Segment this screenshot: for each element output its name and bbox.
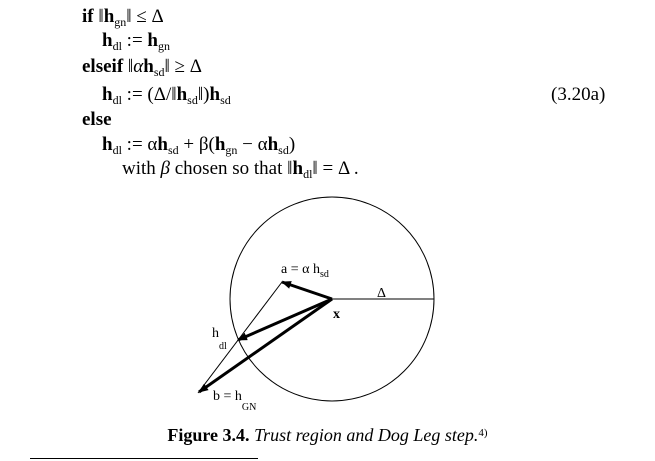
algo-line-if: if ‖hgn‖ ≤ Δ [82, 6, 164, 29]
algo-line-assign-dl: hdl := αhsd + β(hgn − αhsd) [102, 134, 296, 157]
label-x: x [333, 307, 340, 322]
algorithm-block: if ‖hgn‖ ≤ Δ hdl := hgn elseif ‖αhsd‖ ≥ … [0, 0, 655, 185]
caption-text: Trust region and Dog Leg step. [254, 425, 479, 445]
algo-line-else: else [82, 109, 112, 131]
label-a: a = α hsd [281, 262, 329, 280]
caption-label: Figure 3.4. [167, 425, 250, 445]
keyword-if: if [82, 6, 94, 27]
algo-line-elseif: elseif ‖αhsd‖ ≥ Δ [82, 56, 202, 79]
keyword-elseif: elseif [82, 56, 124, 77]
algo-line-assign-sd: hdl := (Δ/‖hsd‖)hsd [102, 84, 231, 107]
keyword-else: else [82, 109, 112, 130]
equation-number: (3.20a) [551, 84, 606, 105]
label-delta: Δ [377, 286, 386, 301]
figure-caption: Figure 3.4. Trust region and Dog Leg ste… [0, 424, 655, 446]
algo-line-assign-gn: hdl := hgn [102, 30, 170, 53]
algo-line-with-beta: with β chosen so that ‖hdl‖ = Δ . [122, 158, 359, 181]
footnote-mark: 4) [478, 427, 488, 439]
arrow-hdl [237, 297, 333, 342]
arrow-b [198, 297, 333, 394]
arrow-a [281, 280, 333, 301]
label-b: b = hGN [213, 389, 256, 413]
label-hdl: hdl [212, 326, 227, 352]
footnote-rule [30, 458, 258, 459]
